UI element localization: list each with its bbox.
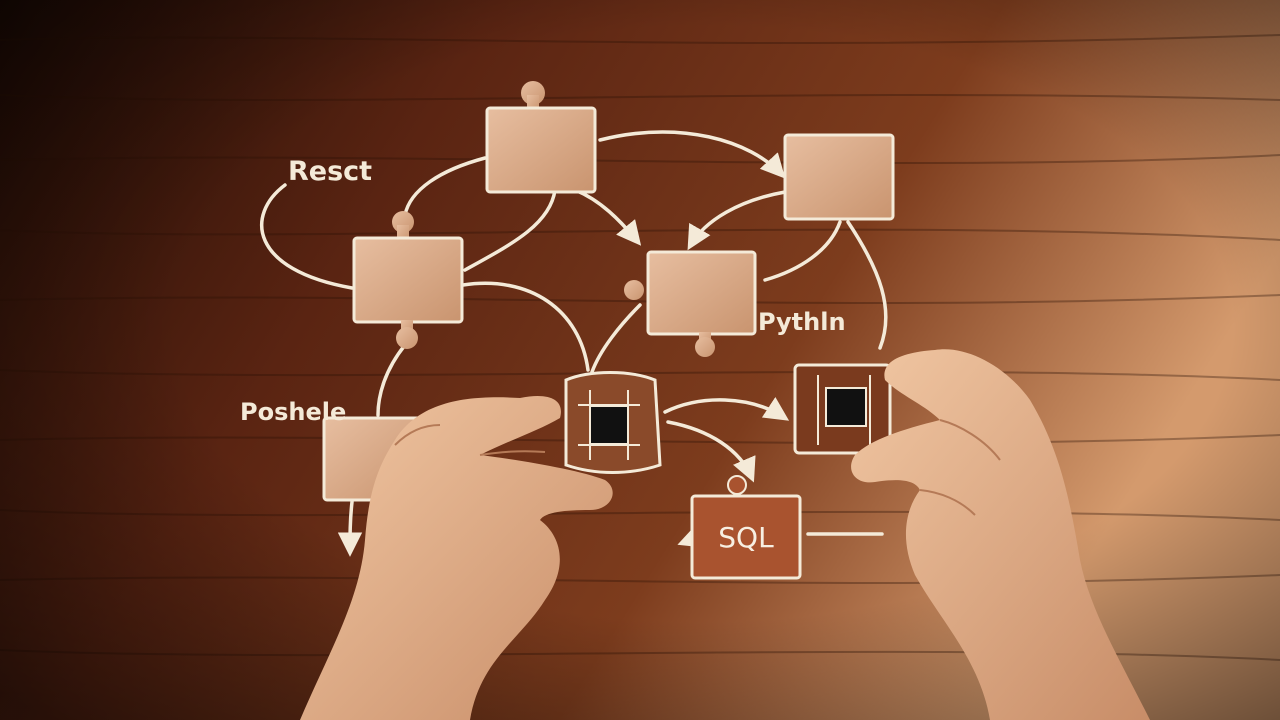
puzzle-piece-center: [624, 250, 757, 357]
puzzle-piece-top: [485, 81, 597, 194]
python-label: Pythln: [758, 308, 846, 336]
react-label: Resct: [288, 156, 372, 187]
left-hand: [300, 396, 613, 720]
chalk-connectors: [260, 130, 888, 557]
puzzle-piece-top-right: [783, 133, 895, 221]
puzzle-piece-react: [352, 211, 464, 349]
chip-left: [564, 371, 662, 474]
sql-block: SQL: [690, 475, 802, 580]
right-hand: [851, 349, 1150, 720]
sql-label: SQL: [718, 521, 774, 554]
left-piece-label: Poshele: [240, 398, 346, 426]
chip-right: [793, 363, 892, 455]
